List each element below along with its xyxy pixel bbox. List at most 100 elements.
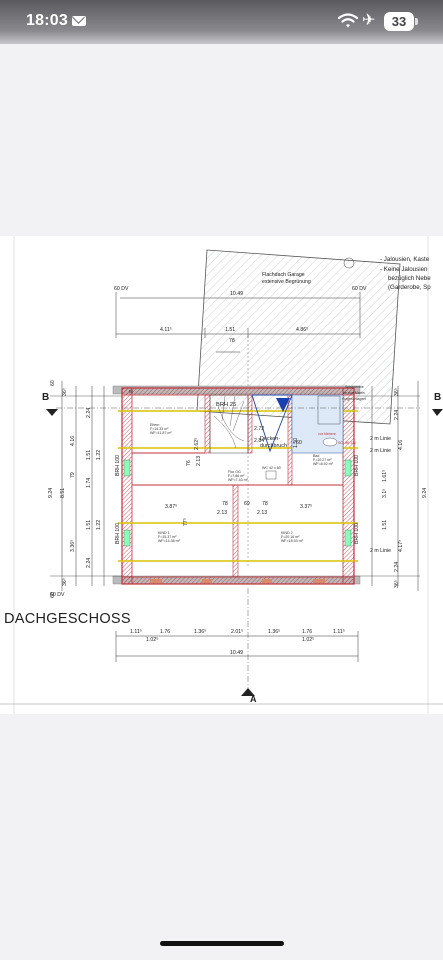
floor-plan-photo[interactable]: - Jalousien, Kaste - Keine Jalousien bez… [0, 236, 443, 714]
garage-label-2: extensive Begrünung [262, 279, 311, 285]
room-kind1-name: KIND 1 [158, 531, 170, 535]
left-seg-224-top: 2.24 [86, 407, 92, 418]
two-meter-line-bottom: 2 m Linie [370, 548, 392, 554]
right-seg-365-top: 36⁵ [394, 388, 400, 396]
right-seg-224-bottom: 2.24 [394, 561, 400, 572]
room-kind2-name: KIND 2 [281, 531, 293, 535]
status-time: 18:03 [26, 12, 68, 29]
brh-label: BRH 25 [216, 402, 237, 408]
dim-76: 76 [186, 460, 192, 466]
note-line-4: (Garderobe, Sp [388, 284, 431, 291]
room-flur-area: F=7.86 m² [228, 474, 245, 478]
left-seg-365-top: 36⁵ [62, 388, 68, 396]
top-segment-3: 4.86⁵ [296, 327, 309, 333]
dim-272: 2.72 [254, 426, 265, 432]
room-kind2-living-area: WF=18.53 m² [281, 539, 303, 543]
dim-387: 3.87⁵ [165, 504, 178, 510]
left-seg-151-top: 1.51 [86, 449, 92, 460]
garage-roof [196, 249, 401, 425]
room-eltern-name: Eltern [150, 423, 160, 427]
wifi-icon [338, 13, 358, 28]
left-inner-dim: 8.51 [60, 487, 66, 498]
bottom-seg-7: 1.11⁵ [333, 629, 345, 635]
note-line-2: - Keine Jalousien [380, 266, 428, 273]
room-kind1-area: F=15.37 m² [158, 535, 177, 539]
left-seg-151-bottom: 1.51 [86, 519, 92, 530]
left-seg-79: 79 [70, 472, 76, 478]
top-segment-2: 1.51 [225, 327, 236, 333]
right-seg-365-bottom: 36⁵ [394, 580, 400, 588]
left-sub-122-top: 1.22 [96, 449, 102, 460]
dim-77: 77⁵ [183, 518, 189, 526]
bottom-seg-5: 1.36⁵ [268, 629, 281, 635]
section-marker-a: A [250, 694, 257, 704]
note-line-3: bezüglich Nebe [388, 275, 431, 282]
left-outer-dim: 9.24 [48, 487, 54, 498]
room-kind2-area: F=20.16 m² [281, 535, 300, 539]
bottom-seg-2: 1.76 [160, 629, 171, 635]
ceiling-label-2: durchbruch [260, 443, 287, 449]
left-seg-365-bottom: 36⁵ [62, 578, 68, 586]
dim-78: 78 [222, 501, 228, 507]
bottom-seg-3: 1.36⁵ [194, 629, 207, 635]
top-total-dimension: 10.49 [230, 291, 243, 297]
right-seg-1615: 1.61⁵ [382, 469, 388, 482]
left-seg-336: 3.36⁵ [70, 539, 76, 552]
right-seg-4175: 4.17⁵ [398, 539, 404, 552]
bottom-left-dv: 60 DV [50, 592, 65, 598]
mail-icon [72, 16, 86, 26]
window-note-3: vorgeschlagen! [342, 397, 367, 401]
window-note-1: Schwamme [345, 385, 364, 389]
top-segment-1: 4.11⁵ [160, 327, 172, 333]
room-wc-label: WC 42 x 60 [262, 466, 281, 470]
dim-69: 69 [244, 501, 250, 507]
window-note-2: tte von Martin [343, 391, 365, 395]
bottom-sub-1: 1.02⁵ [146, 637, 159, 643]
right-seg-416: 4.16 [398, 439, 404, 450]
dim-213c: 2.13 [257, 510, 268, 516]
right-seg-315: 3.1⁵ [382, 488, 388, 498]
dim-78b: 78 [262, 501, 268, 507]
dv-right-top: 60 DV [352, 286, 367, 292]
room-bad-area: F=10.27 m² [313, 458, 332, 462]
brh-side-right-a: BRH 100 [354, 454, 360, 476]
two-meter-line-top: 2 m Linie [370, 436, 392, 442]
right-seg-224-top: 2.24 [394, 409, 400, 420]
left-sub-122-bottom: 1.22 [96, 519, 102, 530]
bottom-seg-6: 1.76 [302, 629, 313, 635]
room-bad-living-area: WF=8.92 m² [313, 462, 333, 466]
room-eltern-living-area: WF=11.87 m² [150, 431, 172, 435]
dim-60: 60 [296, 440, 302, 446]
status-bar: 18:03 ✈ 33 [0, 0, 443, 44]
battery-icon: 33 [384, 12, 414, 31]
home-indicator[interactable] [160, 941, 284, 946]
floor-plan-drawing [0, 236, 443, 714]
bottom-total-dimension: 10.49 [230, 650, 243, 656]
corner-marker: M [129, 389, 133, 394]
red-note-2: vor Nebenr. [318, 432, 337, 436]
bottom-seg-1: 1.11⁵ [130, 629, 142, 635]
section-marker-b-right: B [434, 392, 442, 403]
brh-side-left-a: BRH 100 [115, 454, 121, 476]
left-seg-416: 4.16 [70, 435, 76, 446]
battery-tip [415, 18, 418, 25]
two-meter-line-mid: 2 m Linie [370, 448, 392, 454]
note-line-1: - Jalousien, Kaste [380, 256, 430, 263]
dim-337: 3.37⁵ [300, 504, 313, 510]
dim-213b: 2.13 [217, 510, 228, 516]
dim-284: 2.84 [254, 438, 265, 444]
ceiling-label-1: Decken- [260, 436, 281, 442]
bottom-seg-4: 2.01⁵ [231, 629, 244, 635]
room-eltern-area: F=14.33 m² [150, 427, 169, 431]
stair-width: 78 [229, 338, 235, 344]
left-seg-224-bottom: 2.24 [86, 557, 92, 568]
bottom-sub-2: 1.02⁵ [302, 637, 315, 643]
dim-213a: 2.13 [196, 455, 202, 466]
room-kind1-living-area: WF=14.38 m² [158, 539, 180, 543]
floor-title: DACHGESCHOSS [4, 611, 131, 627]
brh-side-left-b: BRH 100 [115, 522, 121, 544]
brh-side-right-b: BRH 100 [354, 522, 360, 544]
dim-262: 2.62⁵ [194, 437, 200, 450]
room-bad-name: Bad [313, 454, 320, 458]
